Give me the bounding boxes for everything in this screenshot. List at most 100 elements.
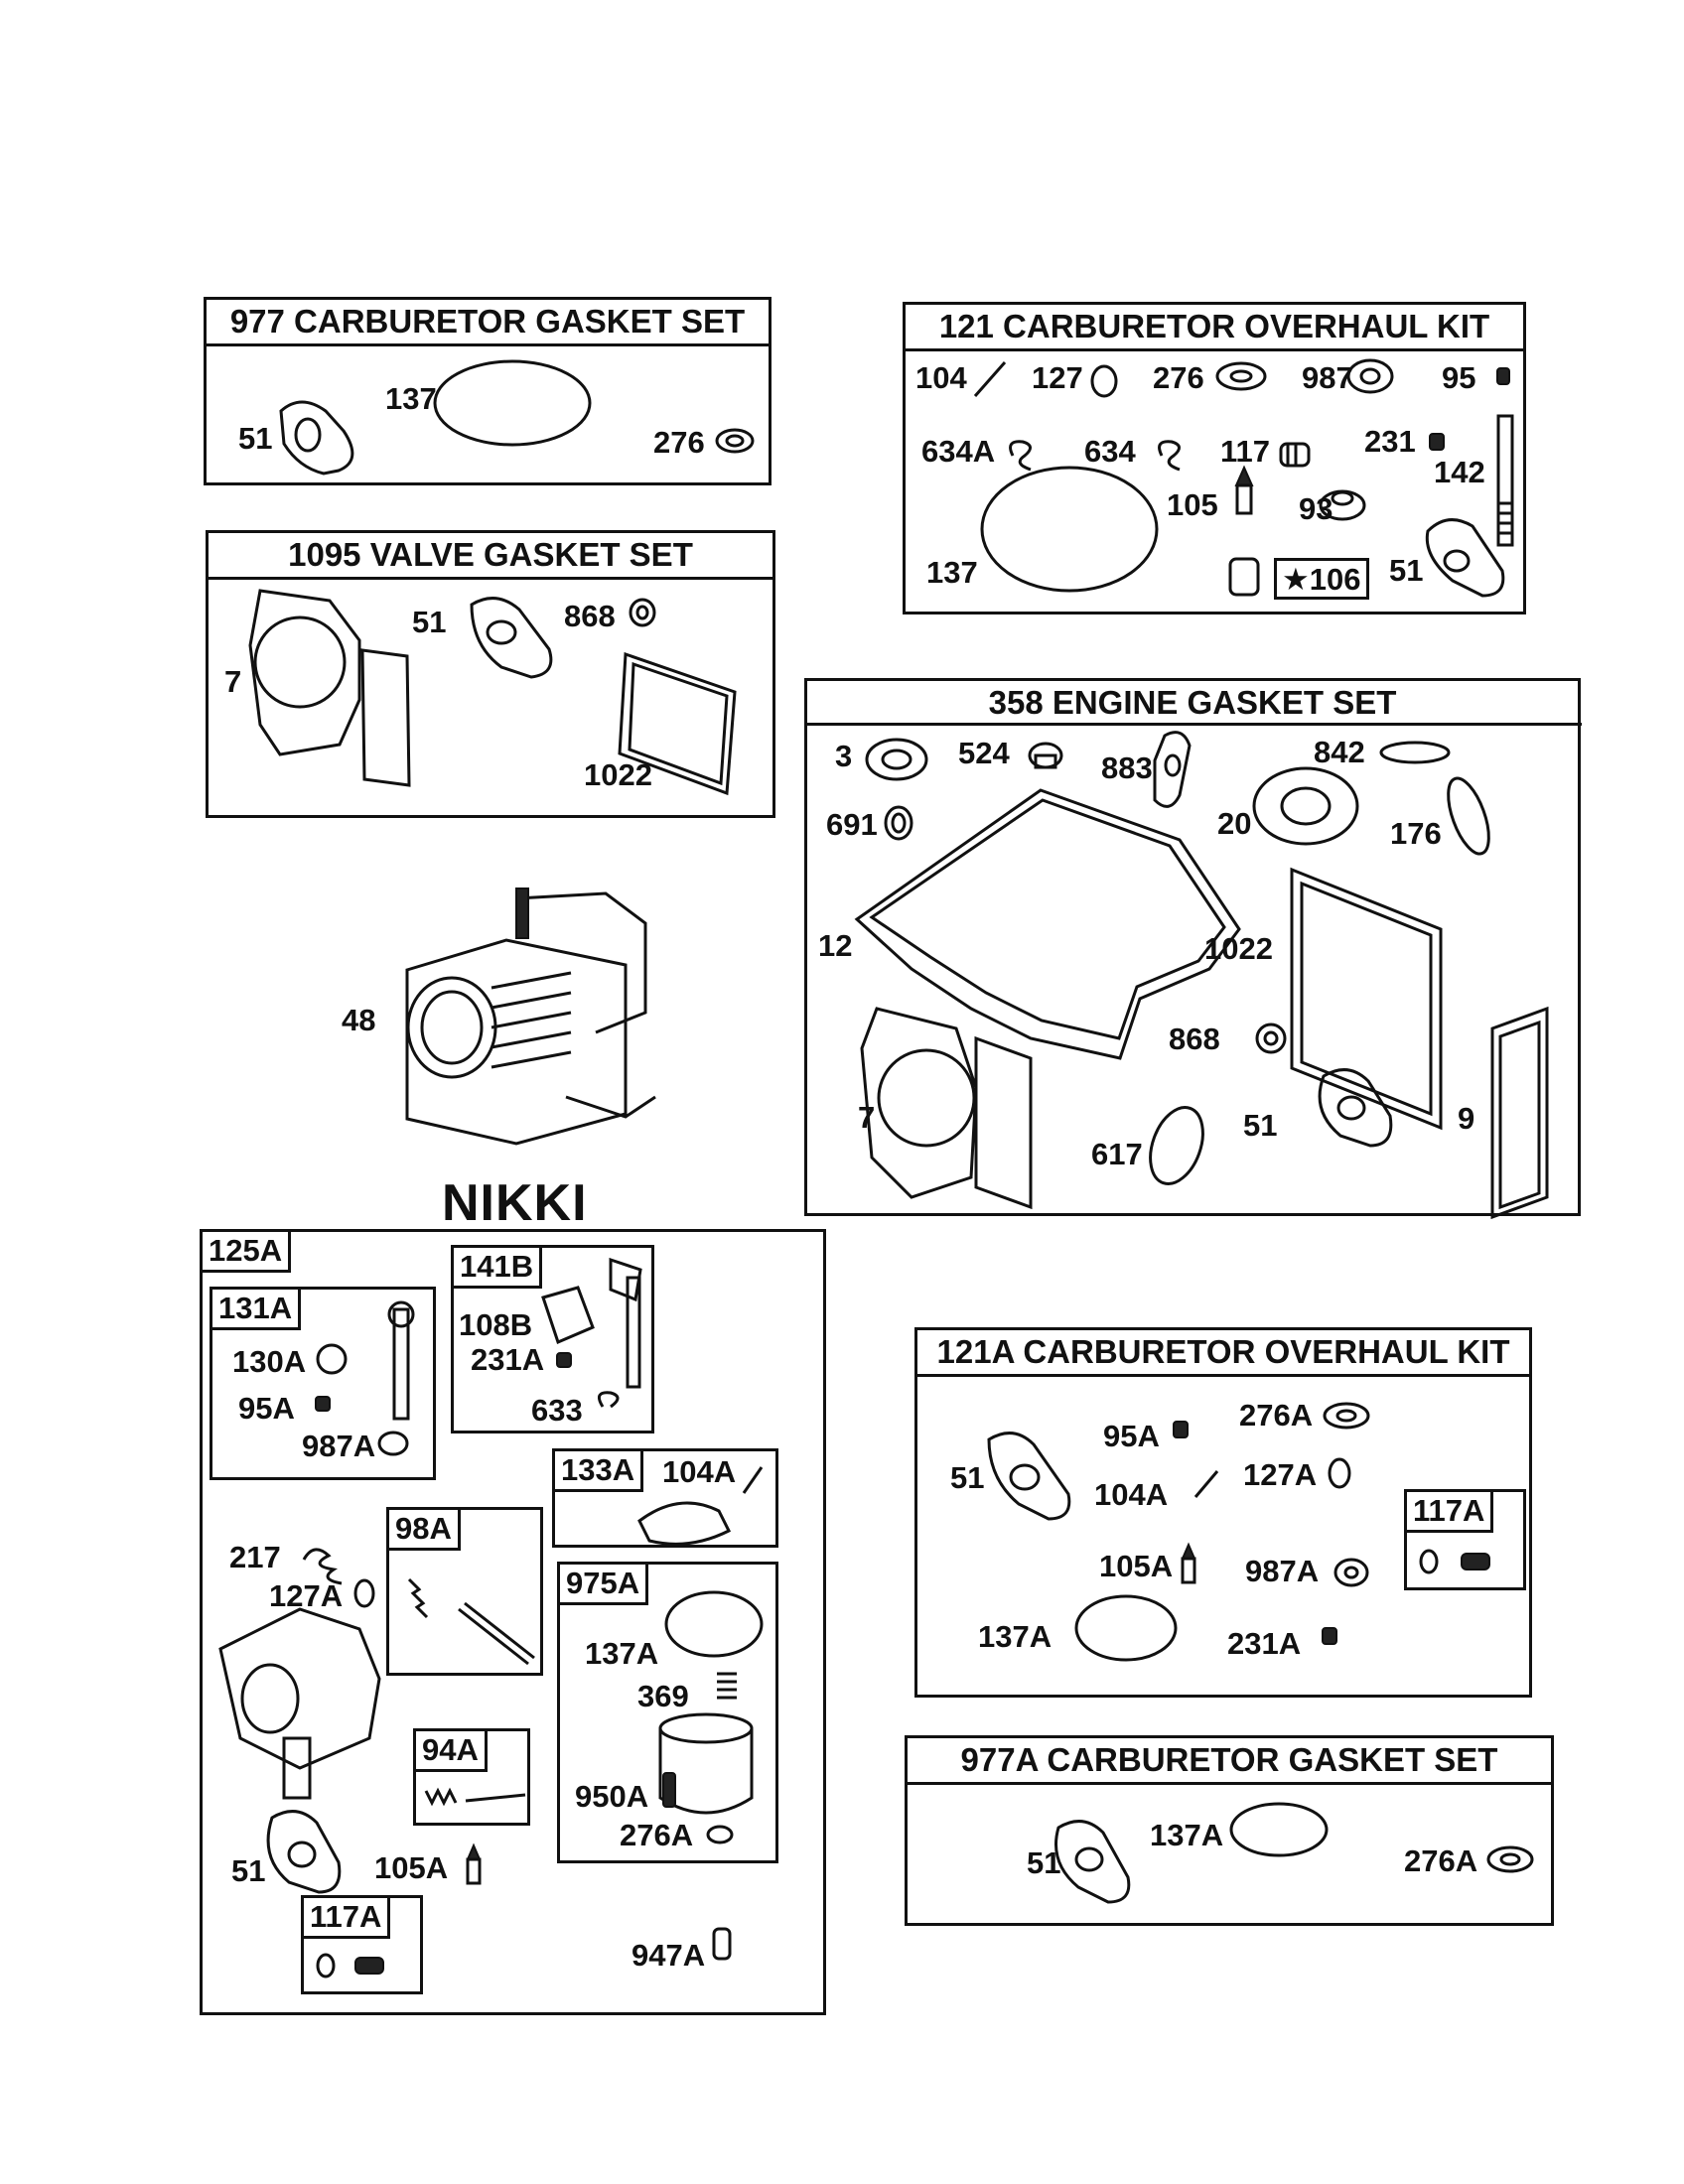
- kit-1095-parts: [248, 589, 737, 796]
- crankcase-gasket-12-icon: [854, 788, 1241, 1060]
- part-label-868: 868: [1169, 1022, 1220, 1056]
- sub-kit-98a: 98A: [386, 1507, 543, 1676]
- sub-kit-117a-121a: 117A: [1404, 1489, 1526, 1590]
- screw-95-icon: [1496, 367, 1510, 385]
- part-label-883: 883: [1101, 751, 1153, 785]
- part-label-51: 51: [1389, 553, 1424, 588]
- sub-kit-133a-parts: [637, 1466, 764, 1546]
- part-label-95a: 95A: [1103, 1419, 1160, 1453]
- sub-kit-117a: 117A: [301, 1895, 423, 1994]
- screw-95a-icon: [315, 1396, 331, 1412]
- screw-95a-icon: [1173, 1421, 1189, 1438]
- kit-121a-title: 121A CARBURETOR OVERHAUL KIT: [917, 1330, 1529, 1377]
- part-label-106: ★106: [1274, 558, 1369, 600]
- screw-950a-icon: [662, 1772, 676, 1808]
- nikki-carburetor-panel: 125A 131A 130A 95A 987A 141B 108B 231A 6…: [200, 1229, 826, 2015]
- screw-231-icon: [1429, 433, 1445, 451]
- seal-691-icon: [884, 805, 913, 841]
- gasket-51-icon: [1425, 518, 1505, 598]
- part-label-633: 633: [531, 1393, 583, 1428]
- gasket-51-icon: [1318, 1068, 1393, 1148]
- kit-977-title: 977 CARBURETOR GASKET SET: [207, 300, 769, 346]
- carb-mount-gasket-icon: [279, 400, 354, 476]
- spring-98a-icon: [407, 1577, 429, 1619]
- part-label-51: 51: [1243, 1108, 1278, 1143]
- part-label-51: 51: [950, 1460, 985, 1495]
- part-label-104a: 104A: [662, 1454, 737, 1489]
- part-label-93: 93: [1299, 491, 1333, 526]
- bushing-987a-icon: [1333, 1558, 1369, 1587]
- o-ring-617-icon: [1149, 1106, 1204, 1185]
- part-label-130a: 130A: [232, 1344, 307, 1379]
- washer-276-icon: [715, 428, 755, 454]
- cover-gasket-1022-icon: [618, 651, 737, 796]
- plug-524-icon: [1028, 742, 1063, 769]
- kit-121a-panel: 121A CARBURETOR OVERHAUL KIT 95A 276A 51…: [914, 1327, 1532, 1698]
- kit-1095-title: 1095 VALVE GASKET SET: [209, 533, 772, 580]
- cover-gasket-1022-icon: [1290, 867, 1443, 1131]
- seat-106-icon: [1228, 557, 1260, 597]
- part-label-142: 142: [1434, 455, 1485, 489]
- seal-127a-icon: [1328, 1457, 1351, 1489]
- gasket-51-icon: [987, 1432, 1071, 1521]
- head-gasket-7-icon: [860, 1007, 1033, 1210]
- intake-gasket-51-icon: [470, 597, 553, 679]
- float-133a-icon: [637, 1501, 732, 1546]
- o-ring-137a-icon: [664, 1590, 764, 1658]
- part-label-137: 137: [385, 381, 437, 416]
- part-label-524: 524: [958, 736, 1010, 770]
- pin-104a-icon: [742, 1466, 764, 1494]
- kit-977a-title: 977A CARBURETOR GASKET SET: [908, 1738, 1551, 1785]
- spring-94a-icon: [424, 1787, 458, 1807]
- part-label-617: 617: [1091, 1137, 1143, 1171]
- part-label-137a: 137A: [1150, 1818, 1224, 1852]
- part-label-276: 276: [1153, 360, 1204, 395]
- valve-seal-868-icon: [629, 598, 656, 627]
- float-93-icon: [1319, 489, 1366, 521]
- tag-98a: 98A: [389, 1510, 461, 1551]
- carburetor-body-icon: [218, 1607, 381, 1800]
- nikki-loose-parts: [218, 1548, 732, 1961]
- part-label-95: 95: [1442, 360, 1476, 395]
- part-label-231a: 231A: [471, 1342, 545, 1377]
- washer-276a-icon: [706, 1825, 734, 1844]
- washer-276a-icon: [1486, 1845, 1534, 1873]
- rocker-gasket-9-icon: [1490, 1006, 1549, 1220]
- seal-127a-icon: [353, 1578, 375, 1608]
- spring-369-icon: [717, 1672, 737, 1700]
- sub-kit-98a-parts: [407, 1577, 535, 1666]
- part-label-9: 9: [1458, 1101, 1475, 1136]
- throttle-shaft-icon: [609, 1257, 642, 1389]
- o-ring-176-icon: [1447, 776, 1490, 856]
- kit-121-panel: 121 CARBURETOR OVERHAUL KIT 104 127 276 …: [903, 302, 1526, 614]
- part-label-51: 51: [238, 421, 273, 456]
- part-label-231: 231: [1364, 424, 1416, 459]
- engine-label-48: 48: [342, 1003, 376, 1037]
- part-label-108b: 108B: [459, 1307, 533, 1342]
- jet-117-icon: [1279, 442, 1311, 468]
- part-label-117: 117: [1220, 434, 1271, 469]
- kit-121a-parts: [987, 1402, 1370, 1662]
- pin-104-icon: [973, 361, 1007, 397]
- part-label-137: 137: [926, 555, 978, 590]
- sub-kit-975a-parts: [658, 1590, 764, 1844]
- oil-seal-3-icon: [865, 738, 928, 781]
- kit-358-title: 358 ENGINE GASKET SET: [988, 684, 1397, 721]
- gasket-51-icon: [266, 1810, 342, 1894]
- tag-131a: 131A: [212, 1290, 302, 1330]
- tag-125a: 125A: [203, 1232, 292, 1273]
- part-label-868: 868: [564, 599, 616, 633]
- kit-977-panel: 977 CARBURETOR GASKET SET 51 137 276: [204, 297, 772, 485]
- choke-shaft-icon: [387, 1300, 415, 1421]
- jet-washer-icon: [1419, 1549, 1439, 1574]
- pin-104a-icon: [1193, 1470, 1219, 1498]
- sub-kit-94a: 94A: [413, 1728, 530, 1826]
- part-label-7: 7: [858, 1100, 876, 1135]
- tag-117a: 117A: [304, 1898, 391, 1939]
- tag-117a: 117A: [1407, 1492, 1494, 1533]
- spring-634-icon: [1158, 440, 1181, 472]
- part-label-176: 176: [1390, 816, 1442, 851]
- part-label-842: 842: [1314, 735, 1365, 769]
- gasket-51-icon: [1054, 1820, 1131, 1904]
- part-label-950a: 950A: [575, 1779, 649, 1814]
